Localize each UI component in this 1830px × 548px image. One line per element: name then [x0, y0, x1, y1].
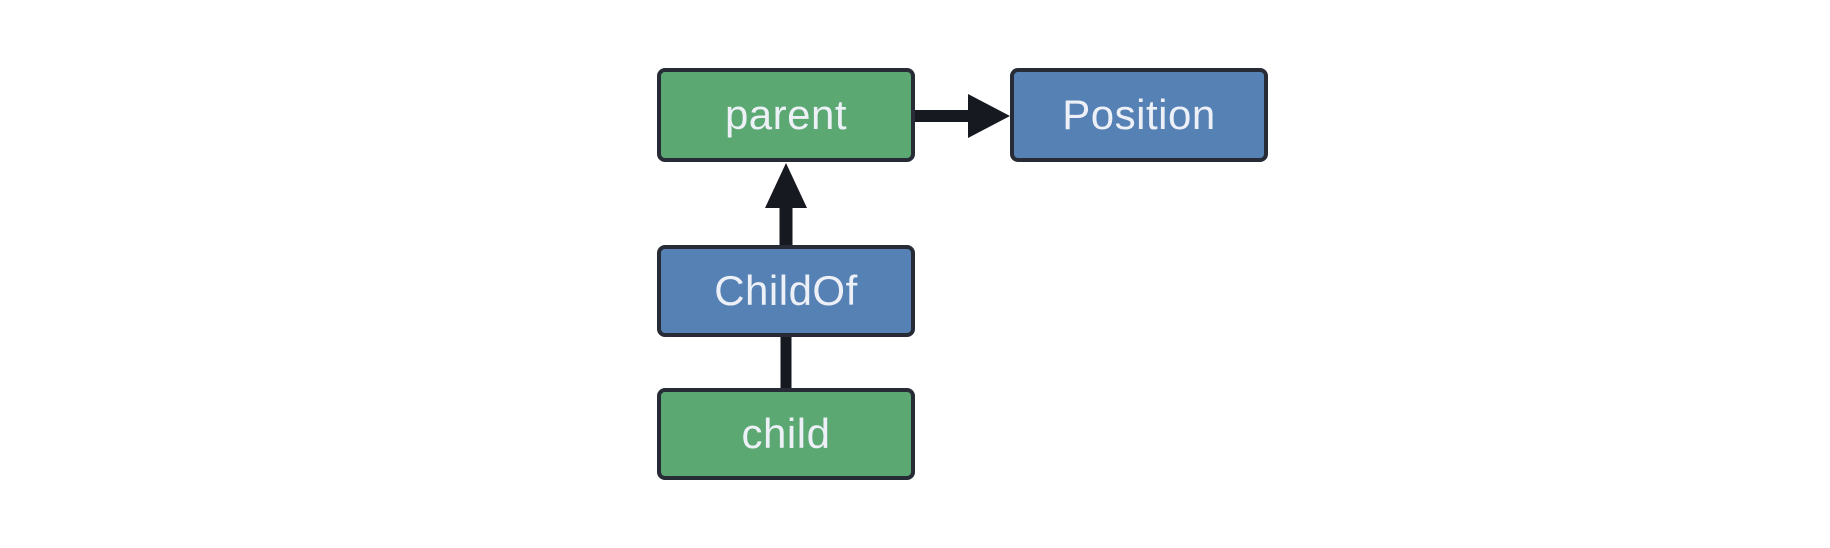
node-parent: parent	[657, 68, 915, 162]
node-childof: ChildOf	[657, 245, 915, 337]
node-position-label: Position	[1062, 91, 1216, 138]
node-child-label: child	[741, 410, 831, 457]
node-child: child	[657, 388, 915, 480]
edge-childof-to-parent	[765, 163, 807, 247]
edge-childof-to-parent-arrowhead-icon	[765, 163, 807, 208]
edge-parent-to-position-arrowhead-icon	[968, 94, 1010, 138]
edge-parent-to-position	[915, 94, 1010, 138]
node-parent-label: parent	[724, 91, 848, 138]
node-position: Position	[1010, 68, 1268, 162]
node-childof-label: ChildOf	[714, 267, 858, 314]
